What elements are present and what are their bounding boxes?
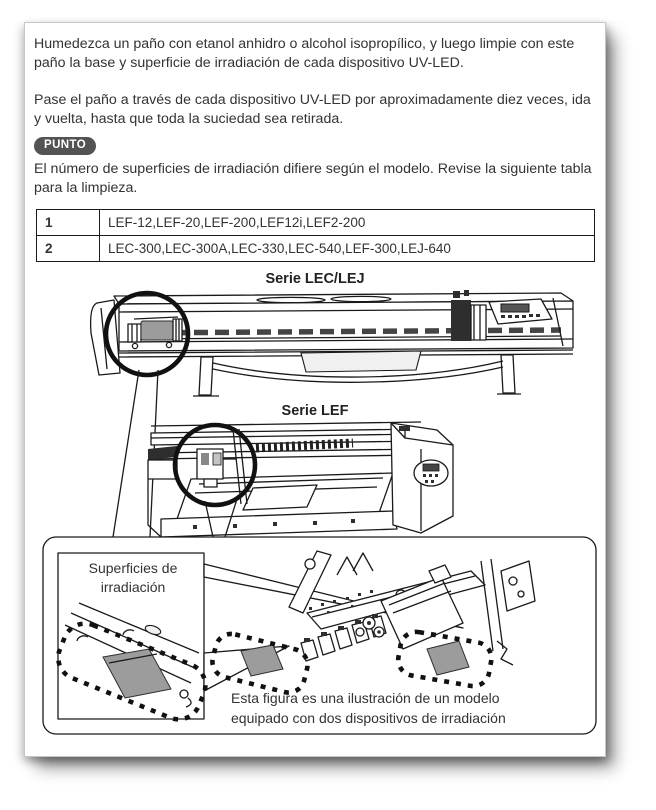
manual-page: Humedezca un paño con etanol anhidro o a… (24, 22, 606, 757)
irradiation-window-right (426, 640, 470, 676)
lec-printer-illustration (89, 290, 574, 538)
lec-uvled-device (127, 316, 183, 350)
models-cell: LEF-12,LEF-20,LEF-200,LEF12i,LEF2-200 (99, 209, 595, 236)
models-cell: LEC-300,LEC-300A,LEC-330,LEC-540,LEF-300… (99, 235, 595, 262)
body-paragraph-2: Pase el paño a través de cada dispositiv… (34, 92, 591, 127)
lef-series-title: Serie LEF (281, 403, 349, 419)
figure-illustration (42, 290, 597, 735)
figure-caption: Esta figura es una ilustración de un mod… (231, 690, 506, 726)
lef-zoom-funnel (204, 498, 238, 538)
table-row: 1 LEF-12,LEF-20,LEF-200,LEF12i,LEF2-200 (36, 209, 595, 236)
irradiation-label: Superficies de irradiación (88, 560, 178, 595)
carriage-illustration (210, 550, 536, 695)
lec-highlight-circle (103, 290, 191, 378)
lef-carriage-detail (196, 428, 248, 505)
irradiation-surface-detail (55, 602, 208, 722)
speckles (309, 590, 373, 614)
dotted-outline-left (210, 631, 310, 695)
lec-series-title: Serie LEC/LEJ (265, 271, 365, 287)
row-number-cell: 2 (36, 235, 100, 262)
body-paragraph-1: Humedezca un paño con etanol anhidro o a… (34, 36, 575, 71)
table-row: 2 LEC-300,LEC-300A,LEC-330,LEC-540,LEF-3… (36, 235, 595, 262)
irradiation-window-left (240, 644, 284, 677)
punto-badge: PUNTO (34, 137, 97, 155)
row-number-cell: 1 (36, 209, 100, 236)
models-table: 1 LEF-12,LEF-20,LEF-200,LEF12i,LEF2-200 … (36, 209, 595, 262)
callout-box (42, 536, 597, 735)
lef-printer-illustration (147, 421, 454, 538)
lef-highlight-circle (172, 422, 258, 508)
body-paragraph-3: El número de superficies de irradiación … (34, 161, 592, 196)
